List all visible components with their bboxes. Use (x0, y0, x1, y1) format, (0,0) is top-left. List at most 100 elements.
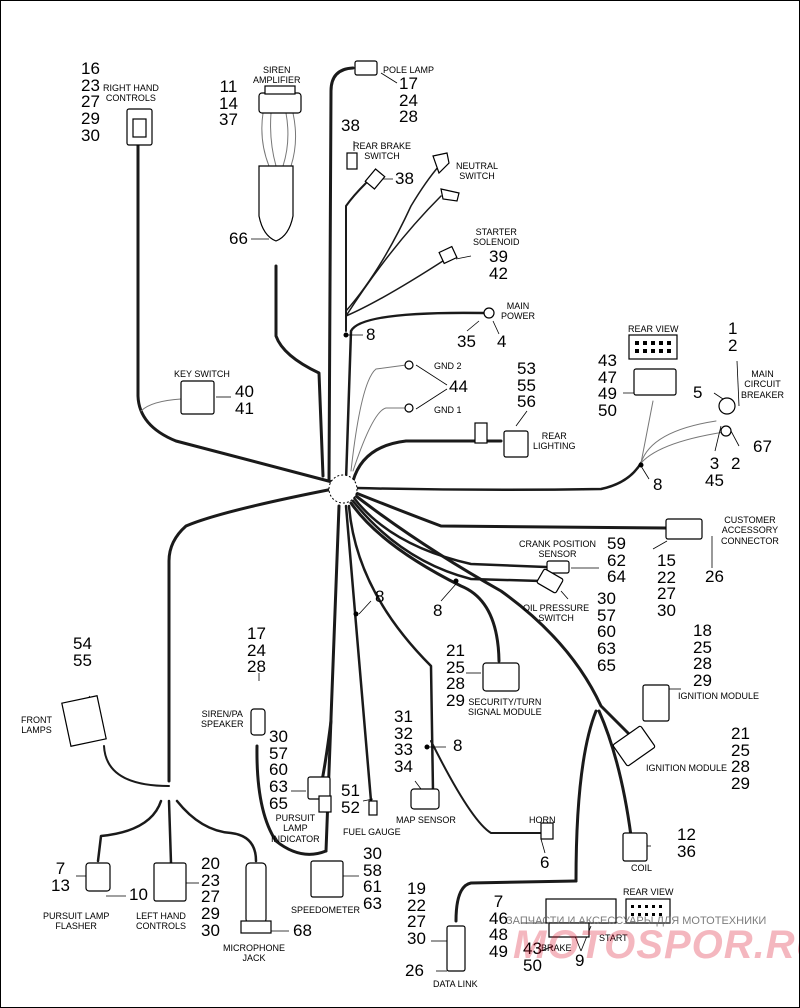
callout-66: 66 (229, 229, 248, 248)
callout-bottom-right: 43 50 (523, 939, 542, 975)
label-security-turn-signal-module: SECURITY/TURN SIGNAL MODULE (468, 697, 542, 718)
callout-siren-amplifier: 11 14 37 (219, 77, 238, 130)
callout-map-sensor: 31 32 33 34 (394, 707, 413, 776)
trunk-customer-accessory (354, 491, 668, 530)
label-start: START (599, 933, 628, 943)
label-main-power: MAIN POWER (501, 301, 536, 322)
callout-siren-pa-speaker: 17 24 28 (247, 624, 266, 677)
label-microphone-jack: MICROPHONE JACK (223, 943, 286, 964)
callout-speedometer: 30 58 61 63 (363, 844, 382, 913)
branch-data-link (454, 879, 578, 923)
trunk-pole-lamp (327, 66, 355, 483)
callout-gnd-44: 44 (449, 377, 468, 396)
wire-gnd1 (352, 407, 407, 472)
wire-key-switch (140, 398, 182, 412)
callout-26a: 26 (705, 567, 724, 586)
label-crank-position-sensor: CRANK POSITION SENSOR (519, 539, 597, 560)
label-gnd1: GND 1 (434, 405, 462, 415)
label-pursuit-lamp-indicator: PURSUIT LAMP INDICATOR (271, 813, 320, 844)
callout-26b: 26 (405, 961, 424, 980)
trunk-oil-pressure (351, 499, 543, 583)
trunk-coil (597, 709, 633, 838)
callout-8b: 8 (653, 475, 663, 494)
label-pursuit-lamp-flasher: PURSUIT LAMP FLASHER (43, 911, 110, 932)
callout-front-lamps: 54 55 (73, 634, 92, 670)
callout-38a: 38 (341, 116, 360, 135)
trunk-rear-lighting (351, 439, 503, 483)
callout-ignition-module-2: 21 25 28 29 (731, 724, 750, 793)
branch-left-hand (167, 799, 173, 865)
callout-customer-accessory: 15 22 27 30 (657, 551, 676, 620)
label-horn: HORN (529, 815, 556, 825)
callout-data-link: 19 22 27 30 (407, 879, 426, 948)
callout-6: 6 (540, 853, 550, 872)
trunk-security (349, 501, 501, 663)
trunk-breaker (354, 461, 643, 492)
label-gnd2: GND 2 (434, 361, 462, 371)
label-main-circuit-breaker: MAIN CIRCUIT BREAKER (741, 369, 785, 400)
callout-oil-pressure: 30 57 60 63 65 (597, 589, 616, 675)
callout-35: 35 (457, 332, 476, 351)
callout-crank-position: 59 62 64 (607, 534, 626, 587)
callout-coil: 12 36 (677, 825, 696, 861)
wire-breaker-a (640, 420, 717, 464)
branch-horn (430, 740, 542, 834)
branch-front-lamps (103, 745, 170, 787)
callout-8a: 8 (366, 325, 376, 344)
callout-rear-lighting: 53 55 56 (517, 359, 536, 412)
callout-5: 5 (693, 383, 703, 402)
callout-key-switch: 40 41 (235, 382, 254, 418)
trunk-siren-pa (255, 744, 328, 856)
callout-starter-solenoid: 39 42 (489, 247, 508, 283)
label-ignition-module-2: IGNITION MODULE (646, 763, 728, 773)
label-oil-pressure-switch: OIL PRESSURE SWITCH (523, 603, 590, 624)
wire-breaker-b (640, 430, 732, 464)
label-data-link: DATA LINK (433, 979, 478, 989)
callout-left-hand-controls: 20 23 27 29 30 (201, 854, 220, 940)
callout-main-breaker-bottom: 3 45 (705, 454, 724, 490)
callout-main-breaker-top: 1 2 (728, 319, 738, 355)
callout-bottom-left: 7 46 48 49 (489, 892, 508, 961)
wire-neutral-2 (345, 195, 442, 317)
wire-gnd2 (350, 364, 407, 472)
callout-8e: 8 (453, 736, 463, 755)
label-pole-lamp: POLE LAMP (383, 65, 435, 75)
wire-breaker-c (640, 400, 654, 464)
callout-pursuit-lamp-indicator: 30 57 60 63 65 (269, 727, 288, 813)
trunk-right-hand-controls (136, 144, 338, 485)
label-rear-lighting: REAR LIGHTING (533, 431, 576, 452)
label-ignition-module-1: IGNITION MODULE (678, 691, 760, 701)
callout-68: 68 (293, 921, 312, 940)
trunk-main-power (344, 311, 487, 483)
callout-9: 9 (575, 951, 585, 970)
label-brake: BRAKE (541, 943, 572, 953)
wire-neutral (345, 165, 440, 312)
label-key-switch: KEY SWITCH (174, 369, 230, 379)
trunk-siren-amplifier (274, 264, 325, 478)
label-starter-solenoid: STARTER SOLENOID (473, 227, 520, 248)
label-siren-pa-speaker: SIREN/PA SPEAKER (201, 709, 244, 730)
callout-security-module: 21 25 28 29 (446, 641, 465, 710)
label-rear-view-bottom: REAR VIEW (623, 887, 674, 897)
label-customer-accessory-connector: CUSTOMER ACCESSORY CONNECTOR (721, 515, 779, 546)
label-map-sensor: MAP SENSOR (396, 815, 456, 825)
callout-fuel-gauge: 51 52 (341, 781, 360, 817)
callout-10: 10 (129, 885, 148, 904)
wire-siren-leads (261, 112, 297, 167)
label-speedometer: SPEEDOMETER (291, 905, 361, 915)
trunk-front-lamps (167, 487, 335, 783)
label-rear-brake-switch: REAR BRAKE SWITCH (353, 141, 412, 162)
trunk-ignition (354, 494, 633, 738)
trunk-map (347, 504, 435, 793)
callout-8c: 8 (375, 587, 385, 606)
trunk-crank (352, 496, 548, 569)
callout-main-breaker-left: 43 47 49 50 (598, 351, 617, 420)
label-front-lamps: FRONT LAMPS (21, 715, 52, 736)
label-fuel-gauge: FUEL GAUGE (343, 827, 401, 837)
watermark-tagline: ЗАПЧАСТИ И АКСЕССУАРЫ ДЛЯ МОТОТЕХНИКИ (506, 915, 767, 927)
branch-flasher (96, 799, 163, 863)
callout-2b: 2 (731, 454, 741, 473)
label-rear-view-top: REAR VIEW (628, 324, 679, 334)
